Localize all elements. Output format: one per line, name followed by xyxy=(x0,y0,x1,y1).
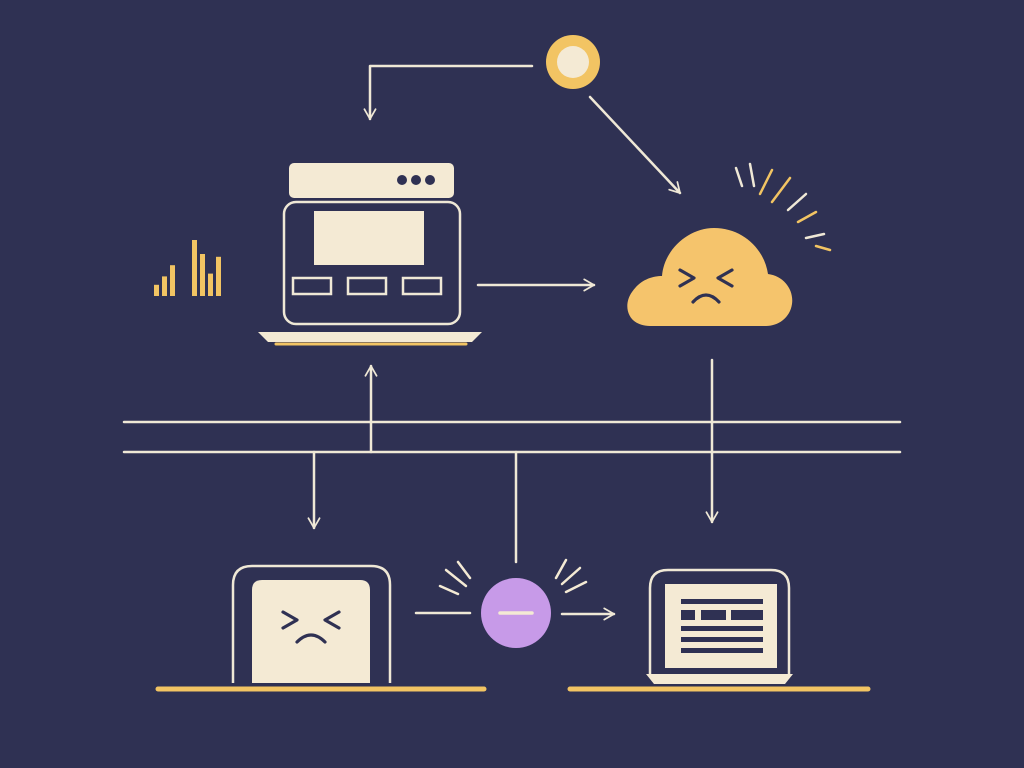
signal-bar xyxy=(200,254,205,296)
sun-node-icon xyxy=(546,35,600,89)
alert-ray xyxy=(786,192,808,212)
document-lines xyxy=(681,599,763,653)
browser-titlebar xyxy=(289,163,454,198)
browser-tab-box xyxy=(291,276,333,296)
arrow-sun-to-browser xyxy=(363,64,534,121)
angry-cloud-icon xyxy=(627,162,832,326)
arrow-sun-to-cloud xyxy=(588,95,682,195)
browser-tab-box xyxy=(346,276,388,296)
device-frame xyxy=(231,564,392,683)
browser-tab-box xyxy=(401,276,443,296)
alert-rays-icon xyxy=(734,162,832,252)
alert-ray xyxy=(748,162,756,188)
window-dot xyxy=(411,175,421,185)
alert-rays-icon xyxy=(438,558,588,596)
alert-ray xyxy=(734,166,744,188)
alert-ray xyxy=(758,168,774,196)
alert-ray xyxy=(796,210,818,224)
angry-face xyxy=(678,268,734,304)
angry-device-icon xyxy=(155,564,487,692)
browser-content-block xyxy=(314,211,424,265)
laptop-frame xyxy=(648,568,791,674)
laptop-base xyxy=(258,332,482,342)
signal-bar xyxy=(170,265,175,296)
signal-bar xyxy=(154,284,159,296)
browser-laptop-icon xyxy=(258,163,482,346)
purple-node-icon xyxy=(438,558,588,648)
alert-ray xyxy=(814,244,832,252)
window-dot xyxy=(397,175,407,185)
signal-bar xyxy=(192,240,197,296)
laptop-base xyxy=(646,674,793,684)
browser-screen-frame xyxy=(282,200,462,326)
signal-bar xyxy=(208,273,213,296)
signal-bar xyxy=(216,256,221,296)
document-laptop-icon xyxy=(567,568,871,692)
alert-ray xyxy=(770,176,792,204)
connectors xyxy=(307,64,719,621)
signal-bar xyxy=(162,276,167,296)
angry-face xyxy=(281,610,341,644)
alert-ray xyxy=(804,232,826,240)
bus-lines xyxy=(122,420,902,454)
window-dot xyxy=(425,175,435,185)
device-screen xyxy=(252,580,370,683)
signal-bars-icon xyxy=(154,240,221,296)
cloud-shape xyxy=(627,228,793,326)
